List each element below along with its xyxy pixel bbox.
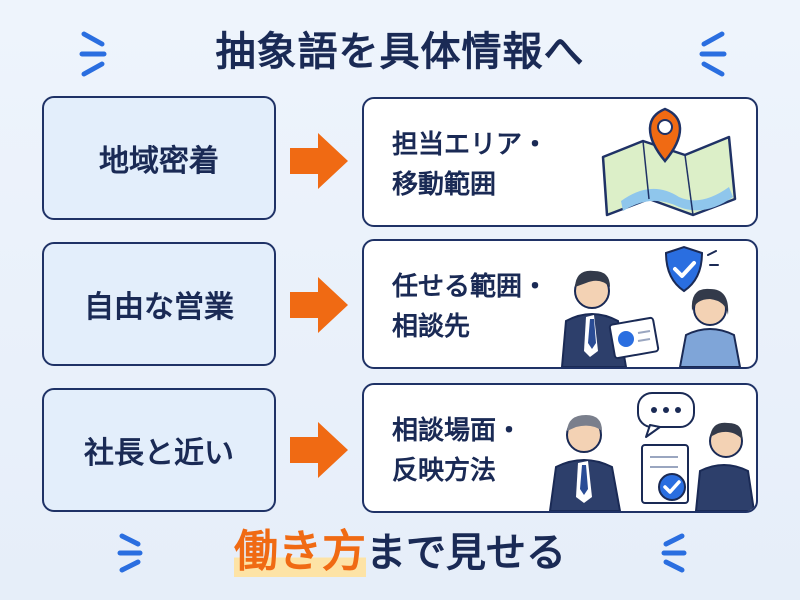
concrete-line-3a: 相談場面・ [392,416,523,446]
footer-message: 働き方まで見せる [0,520,800,584]
page-title: 抽象語を具体情報へ [215,29,585,75]
concrete-line-1a: 担当エリア・ [392,130,549,160]
footer-highlight: 働き方 [234,526,366,577]
spark-left-bottom-icon [117,533,143,573]
arrow-right-icon [290,133,348,189]
spark-left-icon [79,31,107,77]
concrete-line-2a: 任せる範囲・ [392,272,549,302]
concrete-line-1b: 移動範囲 [392,170,497,200]
map-pin-icon [601,107,737,217]
spark-right-bottom-icon [661,533,687,573]
abstract-term-2: 自由な営業 [42,242,276,366]
arrow-right-icon [290,422,348,478]
concrete-line-2b: 相談先 [392,312,471,342]
footer-rest: まで見せる [366,530,566,576]
spark-right-icon [699,31,727,77]
concrete-info-1: 担当エリア・ 移動範囲 [362,97,758,227]
abstract-term-1: 地域密着 [42,96,276,220]
business-meeting-illustration [560,245,742,367]
concrete-info-3: 相談場面・ 反映方法 [362,383,758,513]
business-conversation-illustration [548,392,756,511]
abstract-term-3: 社長と近い [42,388,276,512]
arrow-right-icon [290,277,348,333]
concrete-info-2: 任せる範囲・ 相談先 [362,239,758,369]
concrete-line-3b: 反映方法 [392,456,497,486]
